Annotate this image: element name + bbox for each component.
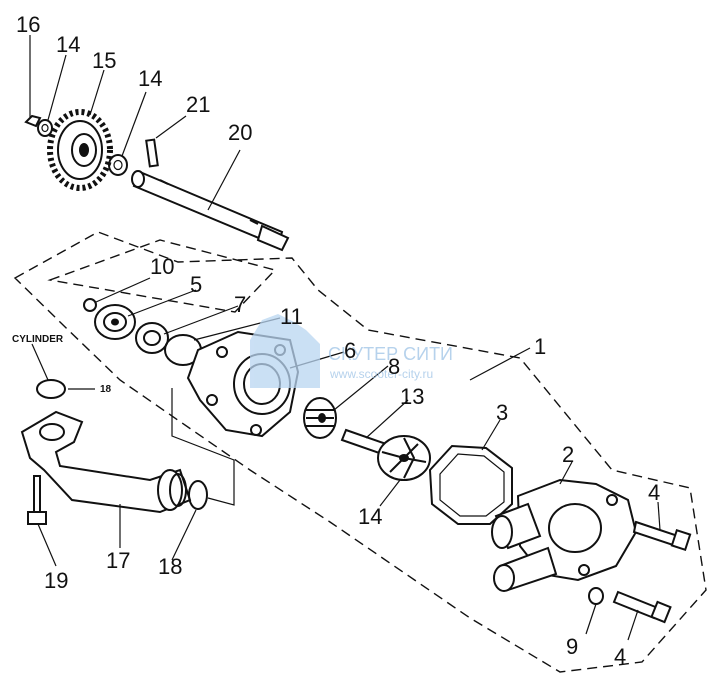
part-9-clip [83, 298, 97, 312]
callout-4-upper: 4 [648, 480, 660, 505]
callout-labels: 16 14 15 14 21 20 10 5 7 11 6 8 13 3 1 2… [12, 12, 660, 669]
watermark-building-icon [250, 314, 320, 388]
callout-11: 11 [280, 304, 303, 329]
callout-4-lower: 4 [614, 644, 626, 669]
scooter-city-watermark: СКУТЕР СИТИ www.scooter-city.ru [250, 314, 453, 388]
watermark-cyrillic-text: СКУТЕР СИТИ [328, 344, 453, 364]
assembly-bracket-lines [171, 388, 235, 506]
part-18-o-ring-pipe [188, 480, 208, 510]
callout-14-mid: 14 [138, 66, 162, 91]
assembly-boundary [13, 231, 707, 673]
part-8-mechanical-seal [303, 397, 337, 439]
part-10-washer [588, 587, 604, 605]
callout-15: 15 [92, 48, 116, 73]
part-13-impeller [377, 435, 431, 481]
part-5-bearing [94, 304, 136, 340]
callout-17: 17 [106, 548, 130, 573]
callout-9: 10 [150, 254, 174, 279]
watermark-url-text: www.scooter-city.ru [329, 367, 433, 381]
callout-19: 19 [44, 568, 68, 593]
callout-8: 8 [388, 354, 400, 379]
callout-14-top: 14 [56, 32, 80, 57]
callout-3: 3 [496, 400, 508, 425]
part-17-water-pipe [20, 410, 192, 514]
callout-1: 1 [534, 334, 546, 359]
part-4-bolt-lower [612, 590, 672, 624]
part-4-bolt-upper [632, 520, 692, 552]
part-3-gasket [428, 444, 513, 525]
callout-7: 7 [234, 292, 246, 317]
callout-12: 13 [400, 384, 424, 409]
callout-10: 9 [566, 634, 578, 659]
part-14-washer-top [37, 119, 53, 137]
callout-18: 18 [158, 554, 182, 579]
cylinder-label: CYLINDER [12, 334, 64, 345]
part-7-seal [135, 322, 169, 354]
part-18-o-ring-small [36, 379, 66, 399]
callout-21: 21 [186, 92, 210, 117]
part-21-pin [145, 138, 159, 168]
part-20-shaft [131, 170, 290, 252]
callout-6: 6 [344, 338, 356, 363]
part-15-gear [47, 109, 113, 191]
ring-ref-label: 18 [100, 384, 112, 395]
callout-13: 14 [358, 504, 382, 529]
callout-20: 20 [228, 120, 252, 145]
callout-2: 2 [562, 442, 574, 467]
part-19-bolt [27, 475, 47, 525]
callout-5: 5 [190, 272, 202, 297]
callout-16: 16 [16, 12, 40, 37]
part-2-pump-cover [491, 478, 638, 592]
